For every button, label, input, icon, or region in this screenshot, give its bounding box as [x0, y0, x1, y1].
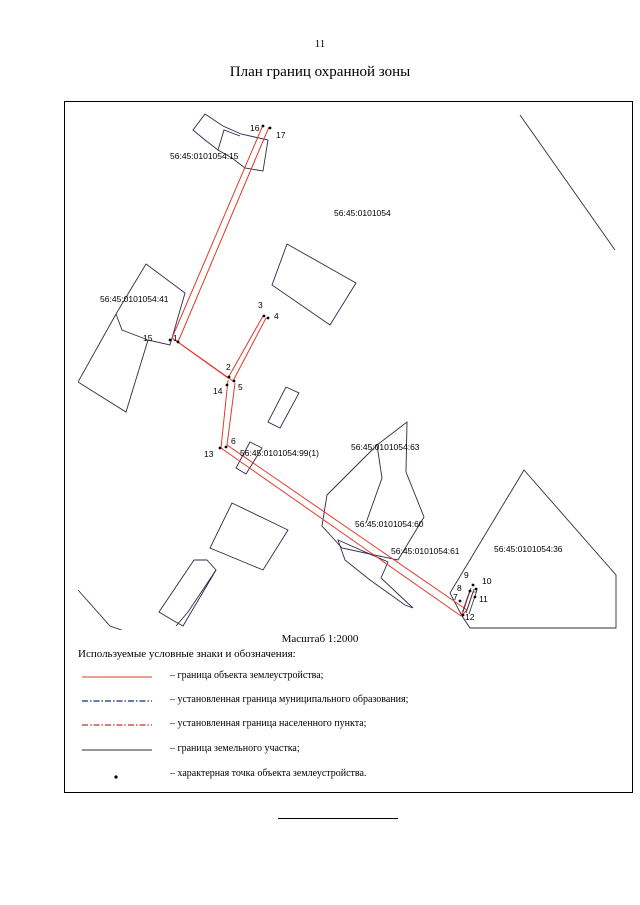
parcel-outline-bottom: [158, 559, 217, 627]
page-number: 11: [314, 38, 326, 50]
parcel-outline-63-inner: [365, 444, 383, 524]
parcel-outline-41: [78, 263, 186, 413]
point-marker: [474, 587, 478, 591]
point-marker: [168, 338, 172, 342]
zone-edge-inner: [177, 126, 270, 382]
point-marker: [468, 589, 472, 593]
legend-item-land-boundary: – граница земельного участка;: [78, 743, 618, 757]
point-symbol: [114, 775, 118, 779]
legend-item-object-boundary: – граница объекта землеустройства;: [78, 670, 618, 684]
building-1: [271, 243, 357, 326]
point-labels: 1 2 3 4 5 6 7 8 9 10 11 12 13 14 15 16 1…: [143, 123, 492, 622]
blue-dashdot-line-symbol: [82, 700, 152, 702]
point-marker: [224, 445, 228, 449]
land-parcel-boundaries: [78, 113, 617, 630]
point-label: 16: [250, 123, 260, 133]
point-label: 10: [482, 576, 492, 586]
point-marker: [266, 316, 270, 320]
point-label: 14: [213, 386, 223, 396]
zone-edge-outer: [171, 124, 264, 379]
parcel-label: 56:45:0101054:36: [494, 544, 563, 554]
red-dashdot-line-symbol: [82, 724, 152, 726]
point-marker: [261, 124, 265, 128]
point-marker: [262, 314, 266, 318]
red-solid-line-symbol: [82, 676, 152, 678]
point-marker: [471, 583, 475, 587]
parcel-outline-41-inner: [115, 313, 149, 341]
point-marker: [473, 595, 477, 599]
point-label: 12: [465, 612, 475, 622]
point-label: 11: [479, 594, 488, 604]
parcel-outline-15: [192, 113, 269, 172]
parcel-label: 56:45:0101054:99(1): [240, 448, 319, 458]
point-label: 8: [457, 583, 462, 593]
point-marker: [458, 599, 462, 603]
legend-item-municipal-boundary: – установленная граница муниципального о…: [78, 694, 618, 708]
point-label: 7: [453, 592, 458, 602]
building-3: [209, 502, 289, 571]
hatch-line: [465, 588, 475, 614]
zone-edge-lower-inner: [226, 382, 468, 611]
point-label: 5: [238, 382, 243, 392]
legend-item-text: – установленная граница населенного пунк…: [170, 718, 367, 729]
legend-item-text: – установленная граница муниципального о…: [170, 694, 409, 705]
point-marker: [232, 379, 236, 383]
dark-solid-line-symbol: [82, 749, 152, 751]
page-title: План границ охранной зоны: [229, 64, 411, 80]
parcel-label: 56:45:0101054:63: [351, 442, 420, 452]
characteristic-points: [168, 124, 478, 617]
building-2: [267, 386, 300, 429]
point-marker: [461, 613, 465, 617]
parcel-outline-63: [321, 421, 425, 561]
point-label: 2: [226, 362, 231, 372]
hatch-line: [468, 589, 478, 615]
point-marker: [218, 446, 222, 450]
point-marker: [268, 126, 272, 130]
point-label: 9: [464, 570, 469, 580]
point-marker: [225, 383, 229, 387]
legend-item-characteristic-point: – характерная точка объекта землеустройс…: [78, 768, 618, 782]
parcel-outline-15-inner: [217, 129, 241, 151]
legend-item-text: – граница земельного участка;: [170, 743, 300, 754]
parcel-label: 56:45:0101054:60: [355, 519, 424, 529]
parcel-outline-bottom-left: [78, 589, 123, 630]
legend-item-settlement-boundary: – установленная граница населенного пунк…: [78, 718, 618, 732]
point-marker: [176, 340, 180, 344]
object-boundary: [171, 124, 477, 617]
point-label: 1: [173, 333, 178, 343]
parcel-outline-bottom-inner: [175, 569, 217, 627]
map-frame: [64, 101, 633, 793]
point-label: 17: [276, 130, 286, 140]
parcel-outline-top-right: [519, 114, 616, 251]
point-label: 15: [143, 333, 153, 343]
point-marker: [227, 375, 231, 379]
point-label: 3: [258, 300, 263, 310]
boundary-map: 56:45:0101054:15 56:45:0101054 56:45:010…: [78, 113, 617, 630]
parcel-label: 56:45:0101054:41: [100, 294, 169, 304]
parcel-outline-36: [449, 469, 617, 629]
point-label: 6: [231, 436, 236, 446]
point-label: 13: [204, 449, 214, 459]
legend-item-text: – граница объекта землеустройства;: [170, 670, 324, 681]
footer-rule: [278, 818, 398, 819]
point-label: 4: [274, 311, 279, 321]
parcel-label: 56:45:0101054:61: [391, 546, 460, 556]
legend-item-text: – характерная точка объекта землеустройс…: [170, 768, 367, 779]
parcel-outline-99: [235, 441, 263, 475]
scale-label: Масштаб 1:2000: [281, 633, 359, 645]
parcel-label: 56:45:0101054:15: [170, 151, 239, 161]
parcel-labels: 56:45:0101054:15 56:45:0101054 56:45:010…: [100, 151, 563, 556]
parcel-label: 56:45:0101054: [334, 208, 391, 218]
legend-title: Используемые условные знаки и обозначени…: [78, 648, 296, 660]
